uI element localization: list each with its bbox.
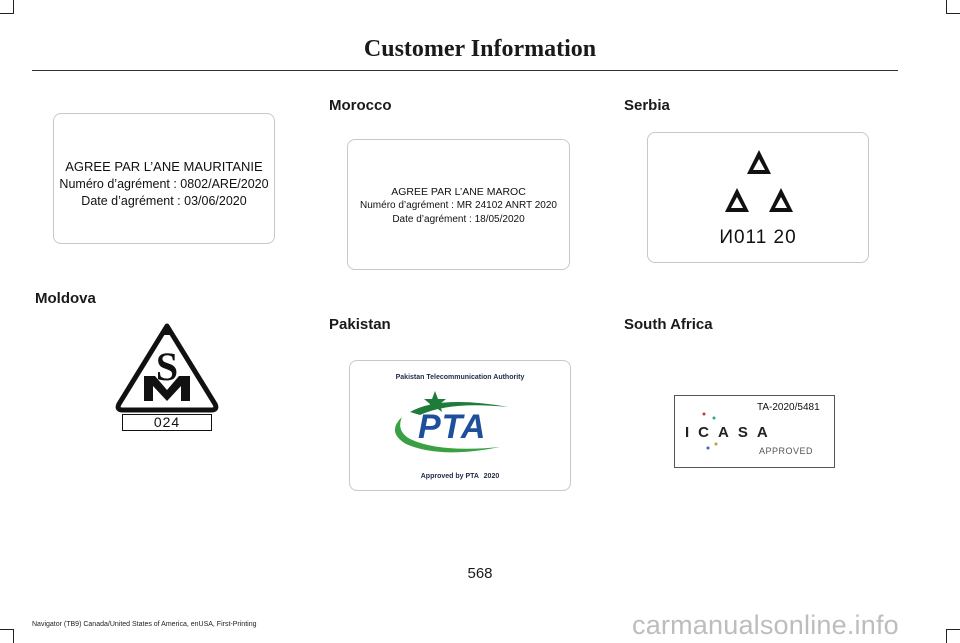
page-number: 568 xyxy=(467,565,493,582)
serbia-approval-label: И011 20 xyxy=(647,132,869,263)
serbia-triangle-logo-icon xyxy=(725,150,793,212)
crop-mark-top-left-v xyxy=(13,0,14,14)
south-africa-approval-label: TA-2020/5481 ICASA APPROVED xyxy=(674,395,835,468)
pakistan-heading: Pakistan xyxy=(329,316,391,333)
mauritania-line-3: Date d’agrément : 03/06/2020 xyxy=(81,194,247,208)
serbia-heading: Serbia xyxy=(624,97,670,114)
morocco-line-2: Numéro d’agrément : MR 24102 ANRT 2020 xyxy=(360,200,557,211)
crop-mark-top-left-h xyxy=(0,13,14,14)
crop-mark-top-right-h xyxy=(946,13,960,14)
moldova-sm-mark: S 024 xyxy=(110,318,224,438)
south-africa-heading: South Africa xyxy=(624,316,713,333)
pakistan-approved-text: Approved by PTA xyxy=(420,473,479,480)
pakistan-approved: Approved by PTA 2020 xyxy=(350,473,570,480)
morocco-line-3: Date d’agrément : 18/05/2020 xyxy=(392,214,525,225)
pta-logo-text: PTA xyxy=(418,408,487,446)
header-rule xyxy=(32,70,898,71)
morocco-heading: Morocco xyxy=(329,97,392,114)
mauritania-line-1: AGREE PAR L’ANE MAURITANIE xyxy=(65,159,263,174)
watermark: carmanualsonline.info xyxy=(632,610,899,640)
footer-manual-info: Navigator (TB9) Canada/United States of … xyxy=(32,621,257,628)
pakistan-approval-label: Pakistan Telecommunication Authority PTA… xyxy=(349,360,571,491)
icasa-dots-icon xyxy=(702,412,718,450)
crop-mark-bottom-right-v xyxy=(946,629,947,643)
morocco-line-1: AGREE PAR L’ANE MAROC xyxy=(391,186,526,198)
serbia-code: И011 20 xyxy=(719,227,797,248)
crop-mark-top-right-v xyxy=(946,0,947,14)
moldova-sm-logo-icon: S xyxy=(115,323,219,413)
south-africa-approved: APPROVED xyxy=(759,446,814,456)
moldova-code-box: 024 xyxy=(122,414,212,431)
morocco-approval-label: AGREE PAR L’ANE MAROC Numéro d’agrément … xyxy=(347,139,570,270)
pakistan-authority: Pakistan Telecommunication Authority xyxy=(395,374,525,381)
pakistan-approved-year: 2020 xyxy=(483,473,500,480)
icasa-logo-text: ICASA xyxy=(685,424,777,441)
crop-mark-bottom-left-h xyxy=(0,629,14,630)
south-africa-number: TA-2020/5481 xyxy=(757,402,820,413)
pta-logo-icon xyxy=(394,391,508,453)
crop-mark-bottom-right-h xyxy=(946,629,960,630)
mauritania-line-2: Numéro d’agrément : 0802/ARE/2020 xyxy=(59,177,269,191)
page-title: Customer Information xyxy=(363,36,597,62)
svg-text:S: S xyxy=(156,344,178,389)
mauritania-approval-label: AGREE PAR L’ANE MAURITANIE Numéro d’agré… xyxy=(53,113,275,244)
crop-mark-bottom-left-v xyxy=(13,629,14,643)
moldova-heading: Moldova xyxy=(35,290,96,307)
